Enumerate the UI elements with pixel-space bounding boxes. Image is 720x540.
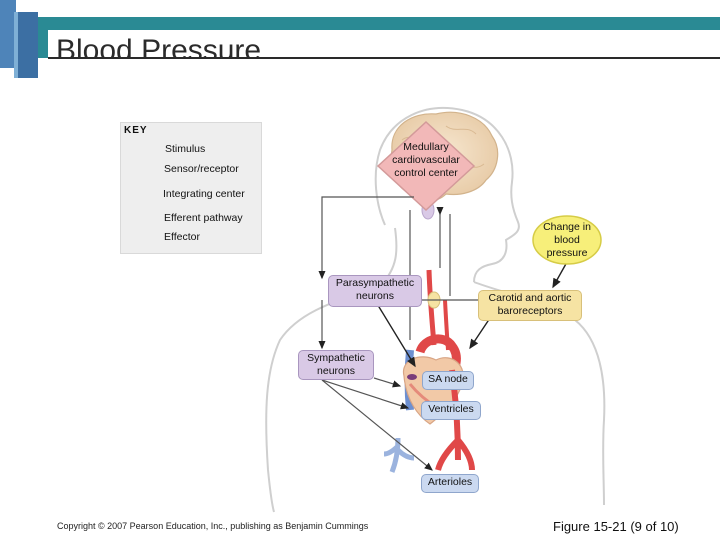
key-label-integrating: Integrating center [163,188,245,200]
sympathetic-box: Sympathetic neurons [298,350,374,380]
sa-node-box: SA node [422,371,474,390]
sa-node-marker [407,374,417,380]
ventricles-box: Ventricles [421,401,481,420]
medullary-diamond [376,120,476,212]
key-label-stimulus: Stimulus [165,143,206,155]
key-label-effector: Effector [164,231,200,243]
afferent-line [318,196,414,280]
title-underline [48,57,720,59]
header-accent-bar [14,12,38,78]
stimulus-to-baroreceptor-arrow [552,261,568,289]
slide-title: Blood Pressure [56,34,262,59]
baroreceptors-box: Carotid and aortic baroreceptors [478,290,582,321]
header-decoration [0,0,16,68]
sa-node-label: SA node [428,373,468,385]
head-outline [374,106,520,283]
change-bp-ellipse [532,215,602,265]
parasympathetic-to-sa-arrow [375,301,416,368]
sympathetic-label: Sympathetic neurons [307,352,365,377]
key-title: KEY [124,125,148,136]
change-bp-label: Change in blood pressure [543,221,591,259]
parasympathetic-label: Parasympathetic neurons [335,277,415,302]
key-label-sensor: Sensor/receptor [164,163,239,175]
figure-label: Figure 15-21 (9 of 10) [553,519,679,534]
key-panel [120,122,262,254]
medullary-label: Medullary cardiovascular control center [392,141,460,179]
title-area: Blood Pressure [48,30,720,58]
ventricles-label: Ventricles [428,403,474,415]
arterioles-box: Arterioles [421,474,479,493]
key-label-efferent: Efferent pathway [164,212,243,224]
parasympathetic-box: Parasympathetic neurons [328,275,422,307]
copyright-text: Copyright © 2007 Pearson Education, Inc.… [57,521,369,531]
baroreceptors-label: Carotid and aortic baroreceptors [488,292,572,317]
arterioles-label: Arterioles [427,476,473,488]
